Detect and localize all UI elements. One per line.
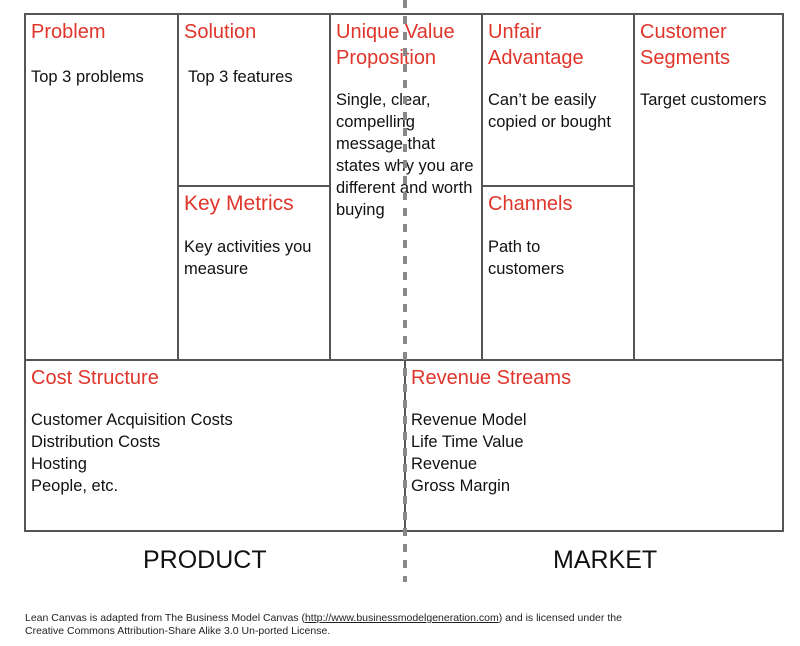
channels-block: Channels Path to customers (483, 187, 635, 359)
problem-title: Problem (31, 21, 106, 43)
footer-line2: Creative Commons Attribution-Share Alike… (25, 625, 331, 637)
revenue-item: Revenue Model (411, 411, 527, 429)
license-footer: Lean Canvas is adapted from The Business… (25, 612, 622, 638)
revenue-item: Life Time Value (411, 433, 524, 451)
channels-body: Path to customers (488, 238, 565, 278)
market-label: MARKET (553, 546, 658, 574)
solution-block: Solution Top 3 features (179, 15, 331, 187)
unfair-advantage-body: Can’t be easily copied or bought (488, 91, 611, 131)
unfair-advantage-block: Unfair Advantage Can’t be easily copied … (483, 15, 635, 187)
business-model-generation-link[interactable]: http://www.businessmodelgeneration.com (304, 612, 499, 624)
customer-segments-body: Target customers (640, 91, 767, 109)
cost-structure-list: Customer Acquisition Costs Distribution … (31, 409, 404, 497)
cost-item: Hosting (31, 455, 87, 473)
product-market-divider (403, 0, 407, 582)
revenue-streams-title: Revenue Streams (411, 367, 572, 389)
channels-title: Channels (488, 193, 573, 215)
revenue-streams-list: Revenue Model Life Time Value Revenue Gr… (411, 409, 782, 497)
revenue-item: Gross Margin (411, 477, 511, 495)
problem-block: Problem Top 3 problems (26, 15, 179, 359)
customer-segments-title: Customer Segments (640, 21, 731, 69)
key-metrics-block: Key Metrics Key activities you measure (179, 187, 331, 359)
unique-value-proposition-block: Unique Value Proposition Single, clear, … (331, 15, 483, 359)
cost-structure-block: Cost Structure Customer Acquisition Cost… (26, 359, 406, 530)
footer-text-before: Lean Canvas is adapted from The Business… (25, 612, 305, 624)
lean-canvas: Problem Top 3 problems Solution Top 3 fe… (24, 13, 784, 532)
revenue-streams-block: Revenue Streams Revenue Model Life Time … (406, 359, 782, 530)
cost-item: Distribution Costs (31, 433, 161, 451)
revenue-item: Revenue (411, 455, 478, 473)
footer-text-after: ) and is licensed under the (498, 612, 622, 624)
cost-item: People, etc. (31, 477, 119, 495)
key-metrics-body: Key activities you measure (184, 238, 312, 278)
solution-body: Top 3 features (188, 68, 293, 86)
cost-item: Customer Acquisition Costs (31, 411, 233, 429)
customer-segments-block: Customer Segments Target customers (635, 15, 782, 359)
cost-structure-title: Cost Structure (31, 367, 159, 389)
uvp-title: Unique Value Proposition (336, 21, 455, 69)
solution-title: Solution (184, 21, 257, 43)
unfair-advantage-title: Unfair Advantage (488, 21, 584, 69)
problem-body: Top 3 problems (31, 68, 144, 86)
product-label: PRODUCT (143, 546, 267, 574)
key-metrics-title: Key Metrics (184, 192, 294, 215)
